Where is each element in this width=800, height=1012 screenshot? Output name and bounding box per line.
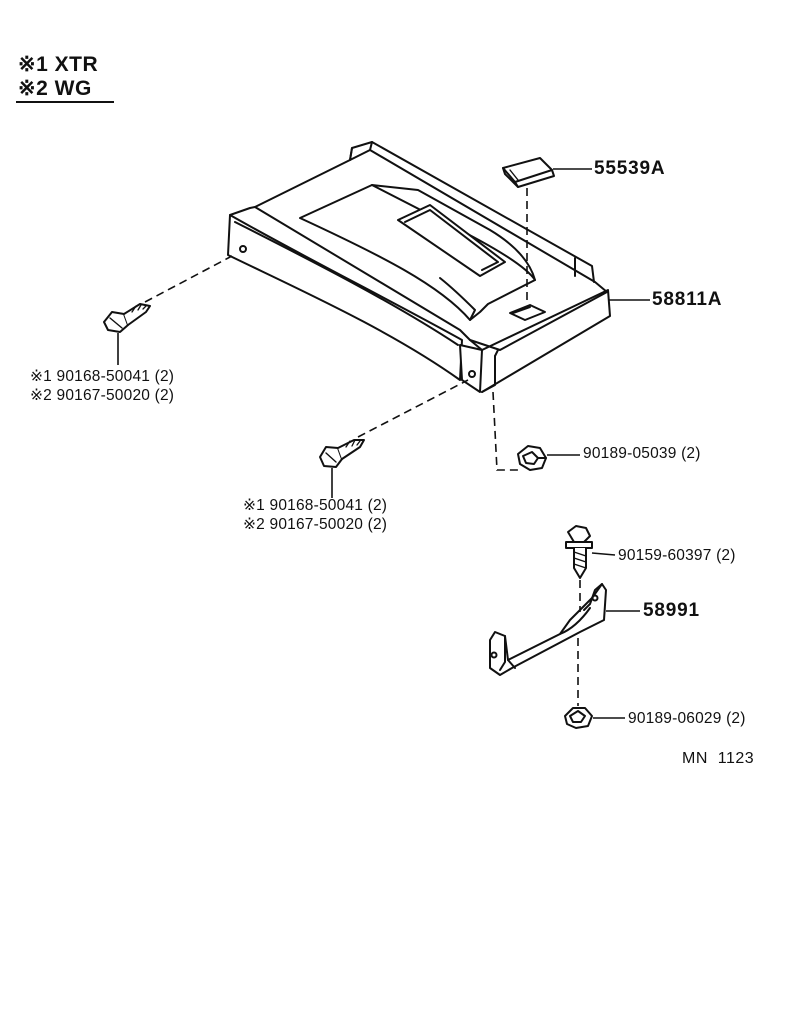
label-cover-cap: 55539A	[594, 158, 666, 179]
screw-lower	[319, 439, 365, 468]
dash-nut-upper	[492, 391, 518, 471]
dash-screw-lower	[357, 379, 469, 438]
console-box	[227, 141, 611, 393]
leader-bolt	[591, 552, 616, 556]
legend-underline	[16, 101, 114, 103]
nut-upper	[517, 445, 547, 471]
label-console-box: 58811A	[652, 289, 723, 310]
label-screw-lower-1: ※1 90168-50041 (2)	[243, 497, 388, 514]
bolt	[565, 525, 593, 579]
legend-text: XTR	[54, 53, 99, 76]
nut-lower	[564, 707, 593, 729]
label-nut-lower: 90189-06029 (2)	[628, 710, 746, 727]
label-screw-lower-2: ※2 90167-50020 (2)	[243, 516, 388, 533]
label-bolt: 90159-60397 (2)	[618, 547, 736, 564]
legend-item-2: ※2 WG	[18, 78, 92, 99]
bracket	[489, 583, 607, 676]
label-screw-upper-1: ※1 90168-50041 (2)	[30, 368, 175, 385]
diagram-code: MN 1123	[682, 750, 755, 767]
legend-mark: ※1	[18, 53, 49, 76]
legend-mark: ※2	[18, 77, 49, 100]
dash-screw-upper	[144, 255, 233, 303]
label-nut-upper: 90189-05039 (2)	[583, 445, 701, 462]
legend-text: WG	[54, 77, 92, 100]
screw-upper	[103, 303, 151, 333]
cover-cap	[502, 157, 555, 188]
label-bracket: 58991	[643, 600, 700, 621]
label-screw-upper-2: ※2 90167-50020 (2)	[30, 387, 175, 404]
legend-item-1: ※1 XTR	[18, 54, 98, 75]
